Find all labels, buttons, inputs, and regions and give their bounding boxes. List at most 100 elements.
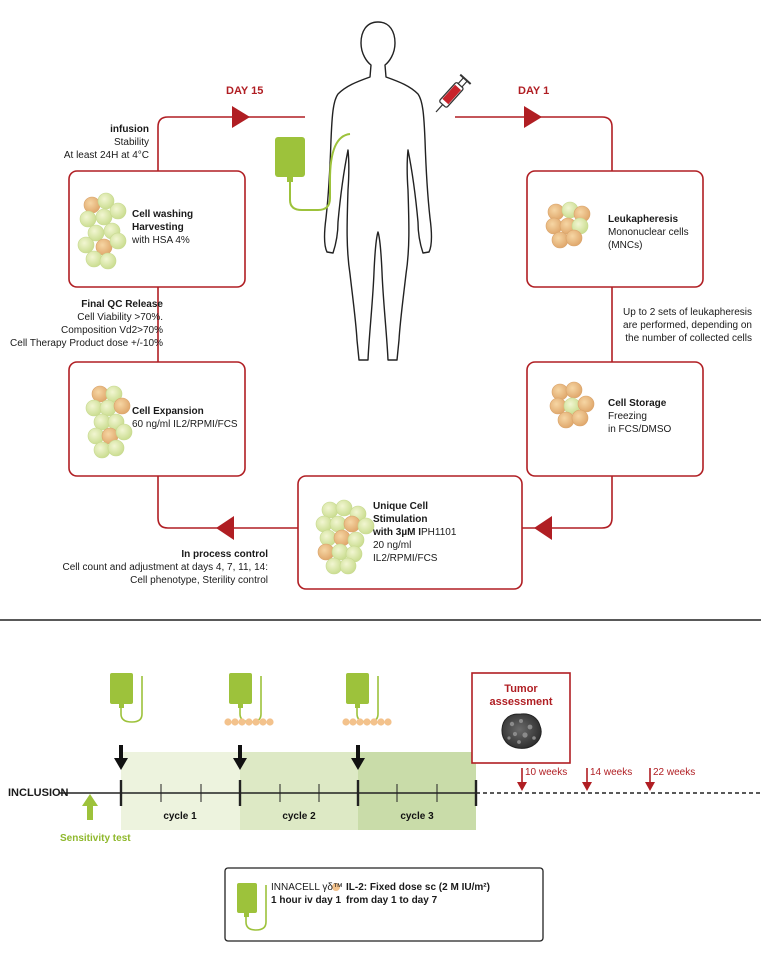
il2-dot <box>266 718 274 726</box>
qc-line2: Composition Vd2>70% <box>60 325 163 336</box>
il2-dot <box>342 718 350 726</box>
washing-cells <box>77 192 127 270</box>
week-14-label: 14 weeks <box>590 767 633 778</box>
cell <box>115 423 133 441</box>
stimulation-line1: with 3µM IPH1101 <box>373 526 456 539</box>
cell <box>333 529 351 547</box>
il2-dot <box>384 718 392 726</box>
cell <box>551 231 569 249</box>
stimulation-text: Unique Cell Stimulation with 3µM IPH1101… <box>373 500 456 565</box>
washing-text: Cell washing Harvesting with HSA 4% <box>132 208 193 247</box>
il2-dose-dots <box>224 718 392 726</box>
dose-arrow-1 <box>114 745 128 770</box>
cycle-2-label: cycle 2 <box>282 811 316 822</box>
cell <box>87 427 105 445</box>
loop-top-left <box>157 116 305 171</box>
storage-line2: in FCS/DMSO <box>608 424 672 435</box>
il2-dot <box>245 718 253 726</box>
sensitivity-test-label: Sensitivity test <box>60 833 131 844</box>
cell <box>577 395 595 413</box>
cycle-1-label: cycle 1 <box>163 811 197 822</box>
week-22-label: 22 weeks <box>653 767 696 778</box>
cell <box>79 210 97 228</box>
control-title: In process control <box>181 549 268 560</box>
il2-dot <box>231 718 239 726</box>
cell <box>545 217 563 235</box>
cell <box>325 557 343 575</box>
cycle-2-band <box>240 752 358 830</box>
cell <box>551 383 569 401</box>
legend-il2: IL-2: Fixed dose sc (2 M IU/m²) from day… <box>346 881 490 907</box>
washing-title2: Harvesting <box>132 222 184 233</box>
process-control-info: In process control Cell count and adjust… <box>63 548 269 587</box>
cell <box>105 385 123 403</box>
process-loop <box>157 116 613 529</box>
control-line1: Cell count and adjustment at days 4, 7, … <box>62 562 269 573</box>
cell <box>113 397 131 415</box>
stimulation-title1: Unique Cell <box>373 501 429 512</box>
arrow-to-stimulation <box>534 516 552 540</box>
inclusion-label: INCLUSION <box>8 787 69 799</box>
cell <box>93 413 111 431</box>
leukapheresis-cells <box>545 201 591 249</box>
timeline-bag-icon-3 <box>346 673 379 723</box>
timeline-bag-icon-1 <box>110 673 143 723</box>
cell <box>107 439 125 457</box>
arrow-to-expansion <box>216 516 234 540</box>
leukapheresis-line2: (MNCs) <box>608 240 643 251</box>
infusion-bag-icon <box>275 133 351 211</box>
day1-label: DAY 1 <box>518 85 550 97</box>
storage-line1: Freezing <box>608 411 647 422</box>
cycle-1-band <box>121 752 240 830</box>
timeline-bag-icon-2 <box>229 673 262 723</box>
tumor-line1: Tumor <box>504 683 538 695</box>
cell <box>565 381 583 399</box>
infusion-line2: At least 24H at 4°C <box>63 150 149 161</box>
cell <box>317 543 335 561</box>
stimulation-title2: Stimulation <box>373 514 428 525</box>
legend-product-name: INNACELL γδ™ <box>271 882 343 893</box>
control-line2: Cell phenotype, Sterility control <box>130 575 268 586</box>
legend-il2-dot <box>332 883 340 891</box>
storage-title: Cell Storage <box>608 398 667 409</box>
legend-il2-line1: IL-2: Fixed dose sc (2 M IU/m²) <box>346 882 490 893</box>
qc-release-info: Final QC Release Cell Viability >70%. Co… <box>10 298 163 350</box>
il2-dot <box>349 718 357 726</box>
arrow-day1 <box>524 106 542 128</box>
legend-bag-icon <box>237 883 267 931</box>
cell <box>339 557 357 575</box>
legend-product: INNACELL γδ™ 1 hour iv day 1 <box>271 881 343 907</box>
dose-arrow-2 <box>233 745 247 770</box>
stimulation-line3: IL2/RPMI/FCS <box>373 553 438 564</box>
cell <box>547 203 565 221</box>
arrow-day15 <box>232 106 250 128</box>
expansion-title: Cell Expansion <box>132 406 204 417</box>
washing-detail: with HSA 4% <box>132 235 190 246</box>
il2-dot <box>363 718 371 726</box>
leuk-note-line3: the number of collected cells <box>625 333 752 344</box>
leuk-note-line1: Up to 2 sets of leukapheresis <box>623 307 752 318</box>
expansion-cells <box>85 385 133 459</box>
il2-dot <box>252 718 260 726</box>
cell <box>557 411 575 429</box>
stimulation-line1-bold: with 3µM I <box>373 527 421 538</box>
dose-arrow-3 <box>351 745 365 770</box>
legend-box <box>224 867 544 942</box>
loop-top-right <box>455 116 613 171</box>
dose-arrows <box>114 745 365 770</box>
cell <box>99 399 117 417</box>
il2-dot <box>224 718 232 726</box>
qc-line1: Cell Viability >70%. <box>77 312 163 323</box>
cell <box>357 517 375 535</box>
il2-dot <box>356 718 364 726</box>
cell <box>565 229 583 247</box>
cell <box>549 397 567 415</box>
legend-il2-line2: from day 1 to day 7 <box>346 895 438 906</box>
loop-bottom-right <box>522 476 613 529</box>
cell <box>95 208 113 226</box>
week-10-label: 10 weeks <box>525 767 568 778</box>
cell <box>91 385 109 403</box>
cell <box>83 196 101 214</box>
week-arrows <box>517 768 655 791</box>
cycle-3-label: cycle 3 <box>400 811 434 822</box>
